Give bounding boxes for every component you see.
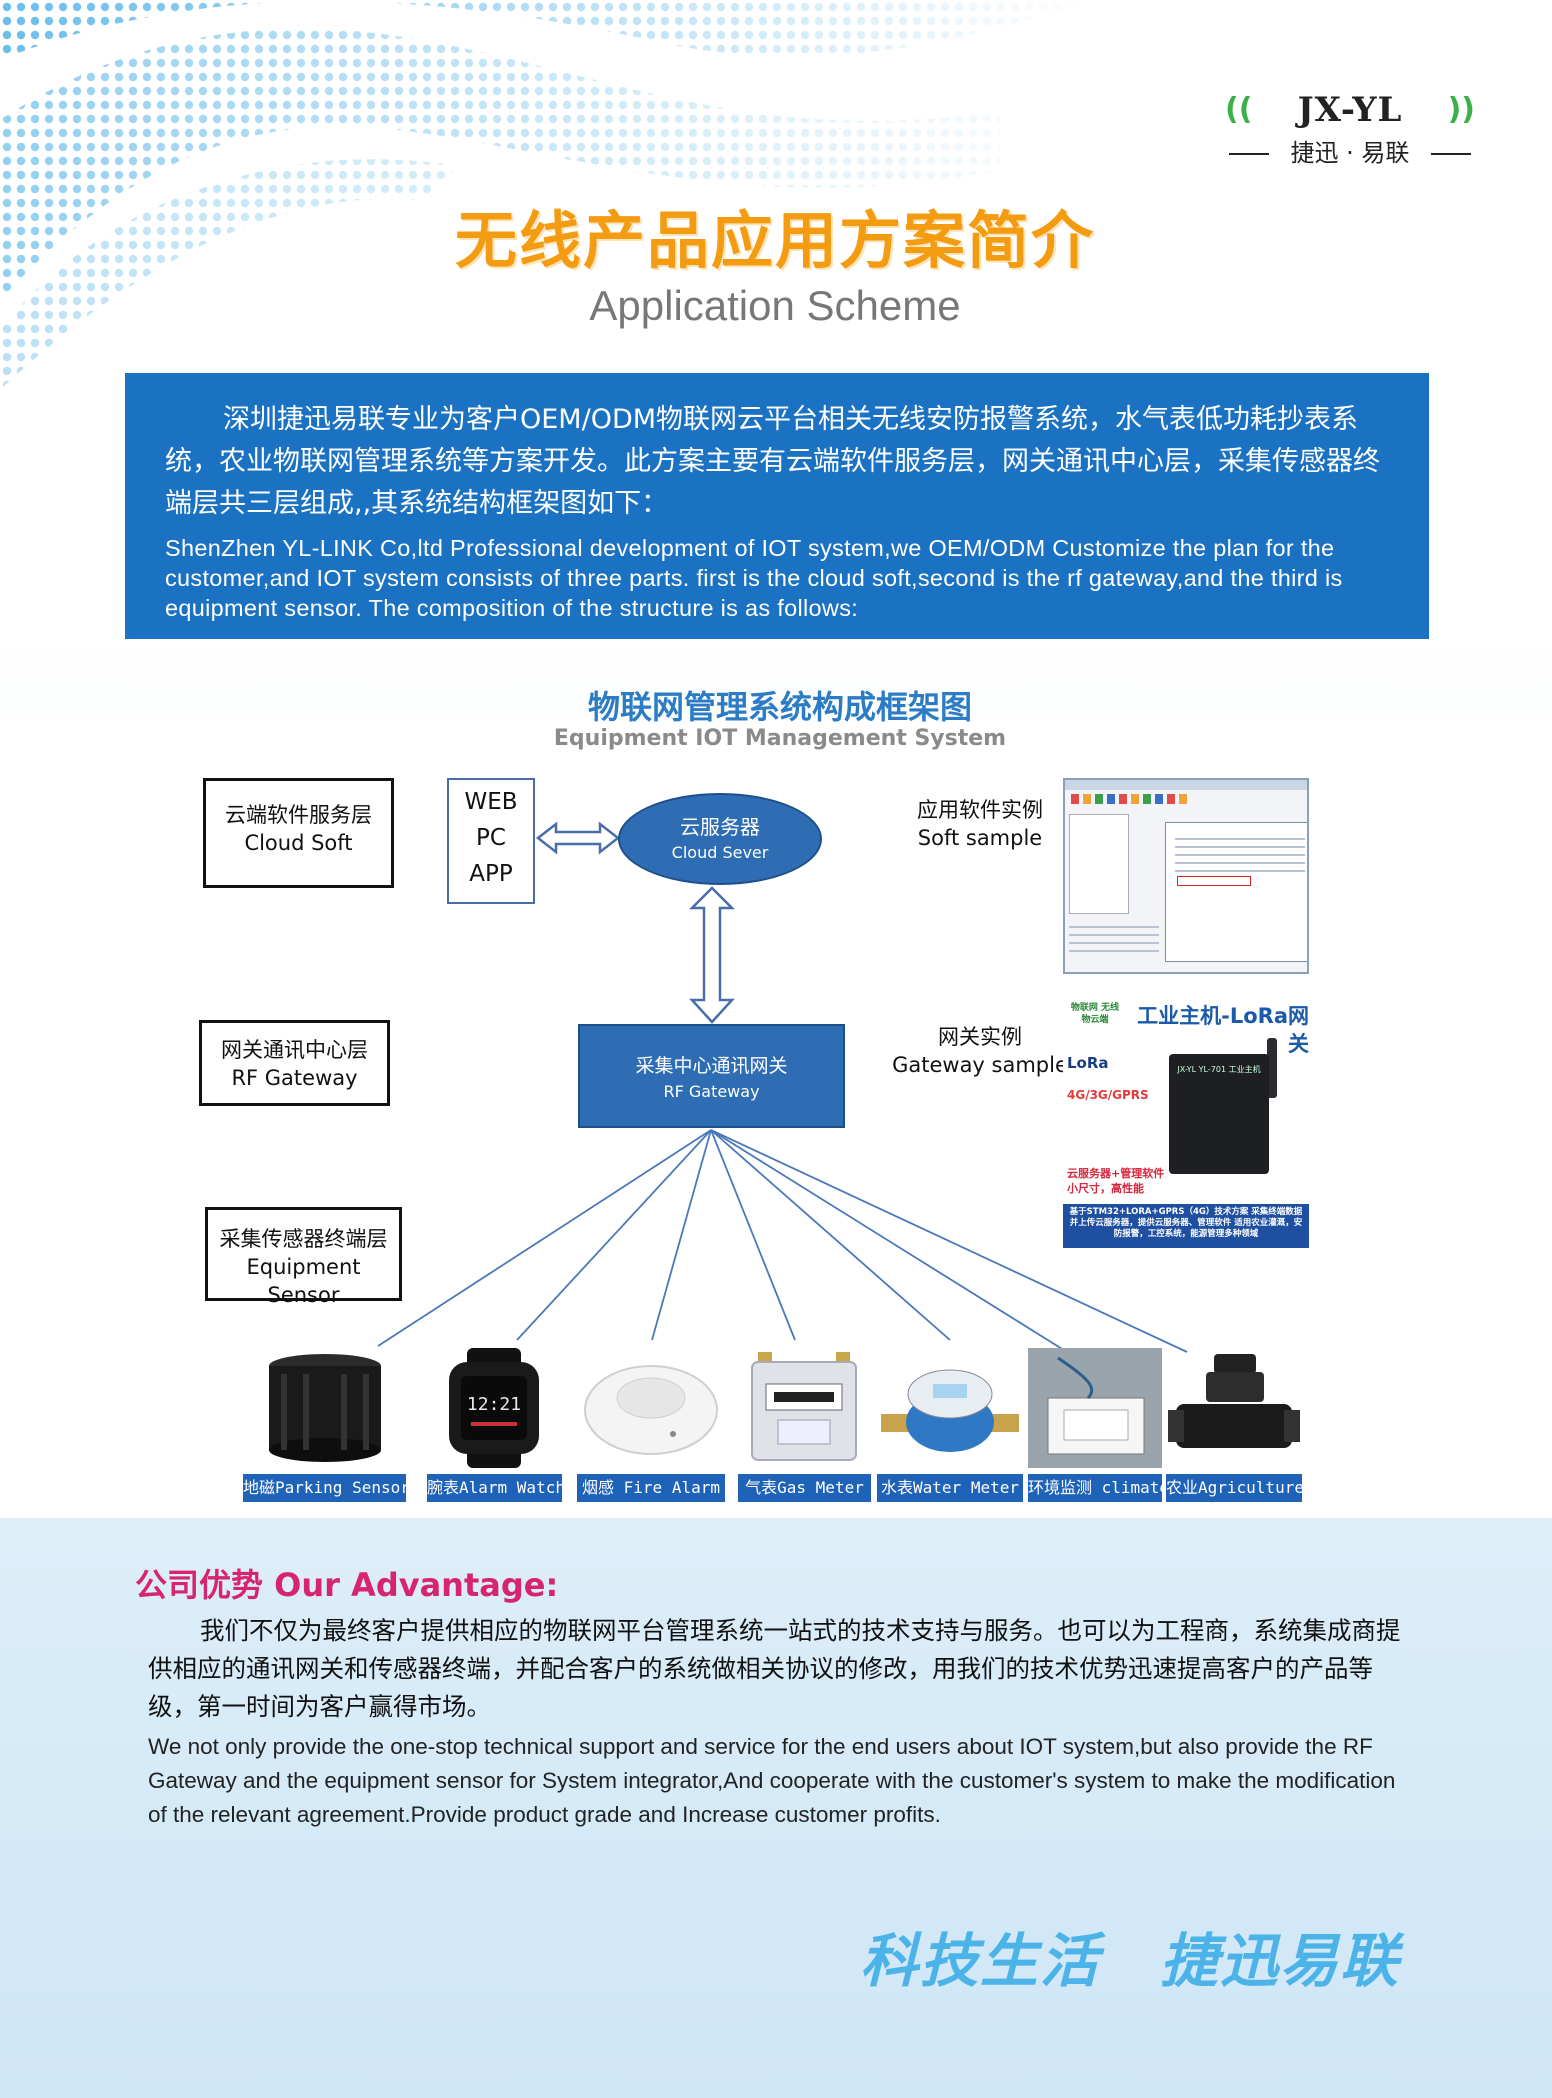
gateway-device-text: JX-YL YL-701 工业主机	[1177, 1065, 1261, 1074]
gateway-device-icon	[1169, 1054, 1269, 1174]
agriculture-valve-icon	[1168, 1354, 1300, 1448]
diagram-title: 物联网管理系统构成框架图	[587, 688, 972, 726]
link-line-parking	[377, 1129, 712, 1347]
gateway-sample-en: Gateway sample	[892, 1053, 1068, 1077]
signal-waves-left-icon: ((	[1225, 92, 1253, 127]
water-meter-icon	[881, 1369, 1019, 1452]
sensor-label: 气表Gas Meter	[738, 1474, 871, 1502]
intro-box: 深圳捷迅易联专业为客户OEM/ODM物联网云平台相关无线安防报警系统，水气表低功…	[125, 373, 1429, 639]
client-app: APP	[469, 861, 513, 887]
sensor-label: 水表Water Meter	[877, 1474, 1023, 1502]
layer-label-cn: 采集传感器终端层	[219, 1227, 388, 1251]
intro-chinese-text: 深圳捷迅易联专业为客户OEM/ODM物联网云平台相关无线安防报警系统，水气表低功…	[165, 404, 1380, 519]
soft-sample-en: Soft sample	[917, 826, 1043, 850]
sensor-parking: 地磁Parking Sensor	[243, 1348, 406, 1504]
link-line-agriculture	[710, 1129, 1188, 1353]
diagram-subtitle: Equipment IOT Management System	[553, 726, 1007, 751]
svg-text:12:21: 12:21	[467, 1394, 521, 1415]
cloud-label-en: Cloud Sever	[671, 843, 769, 862]
sensor-label: 地磁Parking Sensor	[243, 1474, 406, 1502]
gateway-product-head: 工业主机-LoRa网关	[1137, 1004, 1309, 1056]
gateway-red-text: 云服务器+管理软件 小尺寸，高性能	[1067, 1167, 1165, 1195]
cloud-server-node: 云服务器 Cloud Sever	[618, 793, 822, 885]
lora-logo: LoRa	[1067, 1054, 1109, 1072]
software-screenshot-image	[1063, 778, 1309, 974]
page-subtitle: Application Scheme	[589, 282, 961, 329]
vertical-double-arrow	[688, 886, 736, 1024]
link-line-water	[710, 1129, 951, 1341]
link-line-gas	[710, 1129, 796, 1341]
sensor-climate: 环境监测 climate	[1028, 1348, 1162, 1504]
sensor-label: 腕表Alarm Watch	[427, 1474, 562, 1502]
link-line-smoke	[651, 1129, 712, 1341]
gas-meter-icon	[751, 1352, 857, 1461]
client-pc: PC	[476, 825, 506, 851]
intro-english-text: ShenZhen YL-LINK Co,ltd Professional dev…	[165, 535, 1343, 621]
advantage-title: 公司优势 Our Advantage:	[135, 1566, 559, 1604]
layer-label-cn: 云端软件服务层	[225, 803, 372, 827]
layer-label-en: RF Gateway	[231, 1066, 358, 1090]
gateway-sample-label: 网关实例 Gateway sample	[880, 1023, 1080, 1079]
cloud-label-cn: 云服务器	[680, 815, 760, 839]
advantage-chinese-text: 我们不仅为最终客户提供相应的物联网平台管理系统一站式的技术支持与服务。也可以为工…	[148, 1616, 1401, 1721]
gateway-bottom-text: 基于STM32+LORA+GPRS（4G）技术方案 采集终端数据并上传云服务器，…	[1063, 1204, 1309, 1248]
client-web: WEB	[464, 789, 518, 815]
sensor-label: 烟感 Fire Alarm	[577, 1474, 725, 1502]
layer-box-equipment-sensor: 采集传感器终端层 Equipment Sensor	[205, 1207, 402, 1307]
layer-label-en: Cloud Soft	[244, 831, 353, 855]
antenna-icon	[1267, 1038, 1277, 1098]
alarm-watch-icon: 12:21	[449, 1348, 539, 1468]
network-label: 4G/3G/GPRS	[1067, 1088, 1149, 1102]
sensor-label: 环境监测 climate	[1028, 1474, 1162, 1502]
link-line-watch	[516, 1129, 712, 1341]
link-line-climate	[710, 1129, 1068, 1353]
gateway-badge: 物联网 无线物云端	[1070, 1003, 1120, 1025]
sensor-label: 农业Agriculture	[1166, 1474, 1302, 1502]
layer-label-cn: 网关通讯中心层	[221, 1038, 368, 1062]
sensor-water: 水表Water Meter	[877, 1348, 1023, 1504]
gateway-sample-cn: 网关实例	[938, 1025, 1022, 1049]
client-types-box: WEB PC APP	[447, 778, 535, 904]
gateway-node: 采集中心通讯网关 RF Gateway	[578, 1024, 845, 1128]
layer-label-en: Equipment Sensor	[246, 1255, 361, 1307]
sensor-gas: 气表Gas Meter	[738, 1348, 871, 1504]
sensor-smoke: 烟感 Fire Alarm	[577, 1348, 725, 1504]
parking-sensor-icon	[269, 1354, 381, 1462]
smoke-detector-icon	[584, 1365, 718, 1455]
horizontal-double-arrow	[535, 821, 621, 855]
gateway-label-en: RF Gateway	[663, 1082, 760, 1101]
sensor-watch: 12:21 腕表Alarm Watch	[427, 1348, 562, 1504]
layer-box-rf-gateway: 网关通讯中心层 RF Gateway	[199, 1020, 390, 1106]
gateway-label-cn: 采集中心通讯网关	[635, 1055, 788, 1077]
logo-subtitle: 捷迅 · 易联	[1225, 136, 1475, 170]
slogan: 科技生活 捷迅易联	[860, 1927, 1401, 1995]
signal-waves-right-icon: ))	[1447, 92, 1475, 127]
sensor-agriculture: 农业Agriculture	[1166, 1348, 1302, 1504]
page-title: 无线产品应用方案简介	[454, 204, 1095, 277]
logo-mark: JX-YL	[1297, 90, 1403, 130]
soft-sample-label: 应用软件实例 Soft sample	[880, 796, 1080, 852]
halftone-wave-decoration	[0, 0, 1100, 390]
layer-box-cloud-soft: 云端软件服务层 Cloud Soft	[203, 778, 394, 888]
gateway-product-image: 物联网 无线物云端 工业主机-LoRa网关 LoRa 4G/3G/GPRS JX…	[1063, 998, 1309, 1248]
climate-sensor-icon	[1028, 1348, 1162, 1468]
company-logo: (( JX-YL )) 捷迅 · 易联	[1225, 86, 1475, 176]
advantage-english-text: We not only provide the one-stop technic…	[148, 1734, 1396, 1827]
soft-sample-cn: 应用软件实例	[917, 798, 1043, 822]
